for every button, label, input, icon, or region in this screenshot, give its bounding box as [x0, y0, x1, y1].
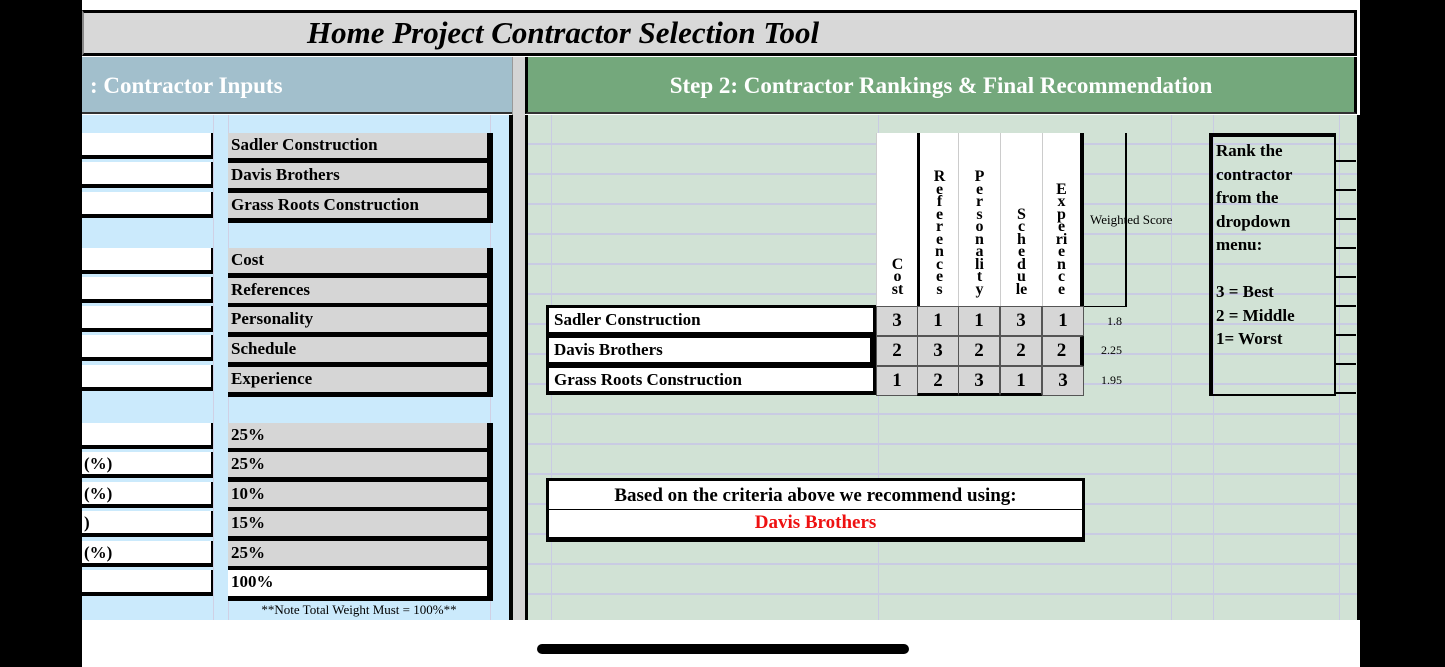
contractor-name-input[interactable]: Davis Brothers — [228, 163, 493, 193]
weight-label — [82, 570, 213, 596]
contractor-name-input[interactable]: Grass Roots Construction — [228, 193, 493, 223]
weight-label: (%) — [82, 482, 213, 508]
header-personality: Personality — [958, 133, 1000, 306]
ranking-contractor-name: Davis Brothers — [546, 335, 876, 365]
label-cell[interactable] — [82, 133, 213, 159]
weight-label: ) — [82, 511, 213, 537]
divider — [509, 115, 513, 620]
rank-dropdown[interactable]: 2 — [917, 366, 959, 396]
total-weight: 100% — [228, 570, 493, 601]
label-cell[interactable] — [82, 335, 213, 361]
weight-label — [82, 423, 213, 449]
weighted-score: 1.8 — [1107, 314, 1122, 328]
rank-dropdown[interactable]: 3 — [1042, 366, 1084, 396]
rank-dropdown[interactable]: 2 — [958, 336, 1000, 366]
label-cell[interactable] — [82, 162, 213, 188]
rank-dropdown[interactable]: 2 — [1000, 336, 1042, 366]
spacer-column — [512, 57, 525, 620]
recommended-contractor: Davis Brothers — [754, 512, 877, 533]
right-device-bezel — [1360, 0, 1445, 667]
weight-input[interactable]: 25% — [228, 541, 493, 571]
rank-dropdown[interactable]: 3 — [917, 336, 959, 366]
criterion-input[interactable]: Personality — [228, 307, 493, 337]
rank-dropdown[interactable]: 2 — [1042, 336, 1084, 366]
ranking-contractor-name: Sadler Construction — [546, 305, 876, 335]
recommendation-box: Based on the criteria above we recommend… — [546, 478, 1085, 542]
left-device-bezel — [0, 0, 82, 667]
ranking-contractor-name: Grass Roots Construction — [546, 365, 876, 395]
step2-header: Step 2: Contractor Rankings & Final Reco… — [525, 57, 1357, 114]
rank-dropdown[interactable]: 3 — [958, 366, 1000, 396]
weight-input[interactable]: 10% — [228, 482, 493, 512]
contractor-name-input[interactable]: Sadler Construction — [228, 133, 493, 163]
recommendation-label: Based on the criteria above we recommend… — [549, 481, 1082, 510]
criterion-input[interactable]: Cost — [228, 248, 493, 278]
sheet-title: Home Project Contractor Selection Tool — [82, 10, 1357, 56]
rank-dropdown[interactable]: 3 — [1000, 306, 1042, 336]
weight-input[interactable]: 25% — [228, 423, 493, 453]
header-cost: Cost — [876, 133, 918, 306]
weighted-score: 2.25 — [1101, 343, 1122, 357]
weight-label: (%) — [82, 452, 213, 478]
rank-dropdown[interactable]: 1 — [1000, 366, 1042, 396]
criterion-input[interactable]: Schedule — [228, 337, 493, 367]
rank-instructions: Rank the contractor from the dropdown me… — [1209, 133, 1336, 396]
label-cell[interactable] — [82, 192, 213, 218]
label-cell[interactable] — [82, 306, 213, 332]
header-experience: Experience — [1042, 133, 1084, 306]
rank-dropdown[interactable]: 1 — [1042, 306, 1084, 336]
header-references: References — [917, 133, 959, 306]
rank-box-edge — [1336, 133, 1356, 396]
label-cell[interactable] — [82, 365, 213, 391]
weight-note: **Note Total Weight Must = 100%** — [261, 602, 457, 617]
rank-dropdown[interactable]: 1 — [917, 306, 959, 336]
weighted-score-header-cell — [1084, 133, 1127, 307]
criterion-input[interactable]: Experience — [228, 367, 493, 397]
rank-dropdown[interactable]: 1 — [958, 306, 1000, 336]
label-cell[interactable] — [82, 277, 213, 303]
header-schedule: Schedule — [1000, 133, 1042, 306]
criterion-input[interactable]: References — [228, 278, 493, 308]
rank-dropdown[interactable]: 2 — [876, 336, 918, 366]
rank-dropdown[interactable]: 3 — [876, 306, 918, 336]
weight-label: (%) — [82, 541, 213, 567]
weighted-score: 1.95 — [1101, 373, 1122, 387]
home-indicator[interactable] — [537, 644, 909, 654]
label-cell[interactable] — [82, 248, 213, 274]
weight-input[interactable]: 15% — [228, 511, 493, 541]
rank-dropdown[interactable]: 1 — [876, 366, 918, 396]
weighted-score-header: Weighted Score — [1090, 212, 1173, 227]
step1-header: : Contractor Inputs — [82, 57, 512, 114]
weight-input[interactable]: 25% — [228, 452, 493, 482]
